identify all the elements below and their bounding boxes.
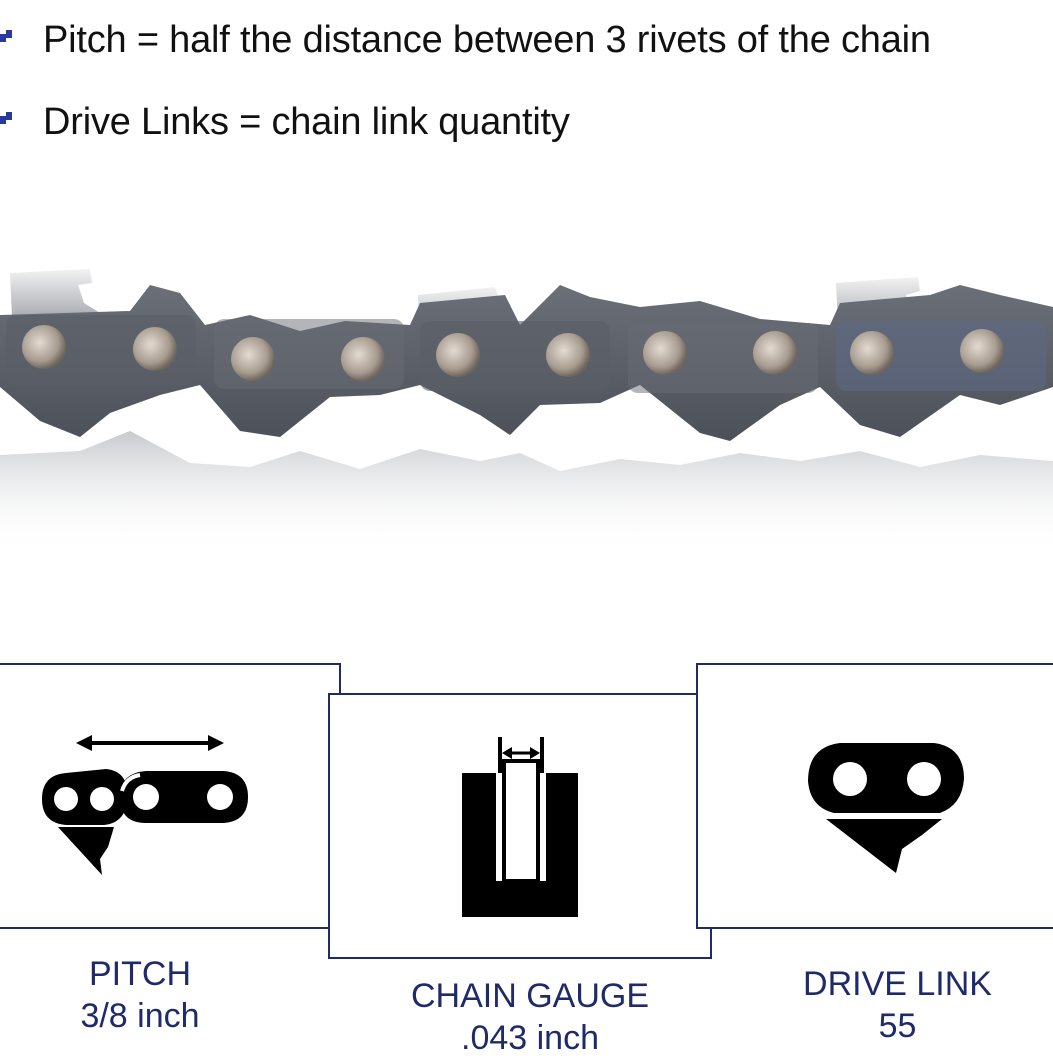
gauge-caption: CHAIN GAUGE .043 inch bbox=[360, 975, 700, 1059]
gauge-label: CHAIN GAUGE bbox=[410, 977, 650, 1015]
drive-link-label: DRIVE LINK bbox=[803, 965, 992, 1003]
pitch-icon bbox=[42, 735, 248, 875]
gauge-value: .043 inch bbox=[461, 1019, 599, 1057]
gauge-icon bbox=[462, 737, 578, 917]
drive-link-caption: DRIVE LINK 55 bbox=[780, 963, 1015, 1047]
pitch-caption: PITCH 3/8 inch bbox=[30, 953, 250, 1037]
gear-bullet-icon bbox=[0, 30, 12, 42]
drive-links-definition-text: Drive Links = chain link quantity bbox=[43, 100, 570, 143]
gear-bullet-icon bbox=[0, 112, 12, 124]
pitch-label: PITCH bbox=[89, 955, 191, 993]
pitch-card bbox=[0, 663, 341, 929]
gauge-card bbox=[328, 693, 712, 959]
drive-link-icon bbox=[808, 743, 964, 873]
rivets bbox=[22, 325, 1004, 381]
drive-link-card bbox=[696, 663, 1053, 929]
drive-link-value: 55 bbox=[878, 1007, 917, 1045]
pitch-value: 3/8 inch bbox=[80, 997, 200, 1035]
saw-chain-image bbox=[0, 269, 1053, 555]
chain-photo bbox=[0, 255, 1053, 565]
pitch-definition-text: Pitch = half the distance between 3 rive… bbox=[43, 18, 931, 61]
